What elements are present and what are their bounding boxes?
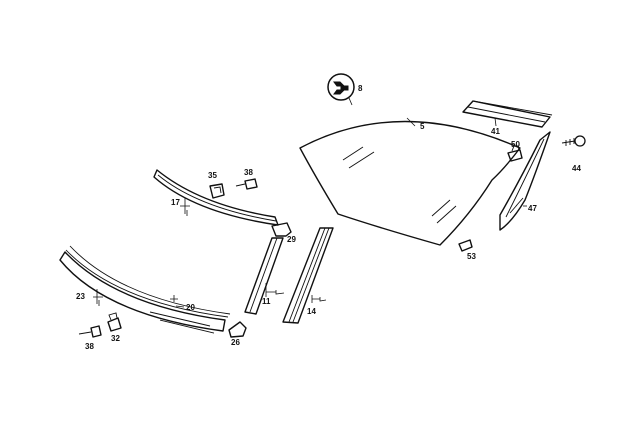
clip-32: [107, 312, 122, 332]
leader-11: [265, 283, 285, 297]
upper-roof-trim: [153, 169, 279, 226]
leader-20: [170, 295, 185, 308]
label-32: 32: [111, 334, 120, 343]
leader-23: [93, 289, 103, 306]
push-pin-38-upper: [235, 178, 258, 190]
label-41: 41: [491, 127, 500, 136]
label-29: 29: [287, 235, 296, 244]
label-11: 11: [262, 297, 271, 306]
lower-roof-trim: [59, 245, 231, 334]
right-pillar-trim: [499, 131, 551, 231]
bracket-35: [209, 183, 225, 199]
corner-piece-26: [228, 321, 247, 338]
label-23: 23: [76, 292, 85, 301]
left-pillar-trim: [244, 237, 284, 315]
clip-50: [507, 145, 523, 162]
label-47: 47: [528, 204, 537, 213]
clip-53: [458, 239, 473, 252]
leader-17: [180, 198, 190, 216]
label-5: 5: [420, 122, 425, 131]
label-17: 17: [171, 198, 180, 207]
label-38-upper: 38: [244, 168, 253, 177]
middle-pillar-trim: [282, 227, 334, 324]
label-44: 44: [572, 164, 581, 173]
screw-44: [561, 135, 586, 147]
label-14: 14: [307, 307, 316, 316]
leader-8: [348, 97, 353, 106]
wrench-icon: [327, 73, 355, 101]
label-20: 20: [186, 303, 195, 312]
leader-14: [311, 295, 327, 303]
label-50: 50: [511, 140, 520, 149]
label-35: 35: [208, 171, 217, 180]
leader-5: [406, 117, 416, 127]
label-26: 26: [231, 338, 240, 347]
corner-piece-29: [271, 222, 292, 237]
label-53: 53: [467, 252, 476, 261]
label-38-lower: 38: [85, 342, 94, 351]
leader-41: [494, 117, 497, 127]
top-trim-strip: [462, 100, 553, 128]
push-pin-38-lower: [78, 325, 102, 338]
label-8: 8: [358, 84, 363, 93]
windshield-glass: [299, 120, 521, 246]
